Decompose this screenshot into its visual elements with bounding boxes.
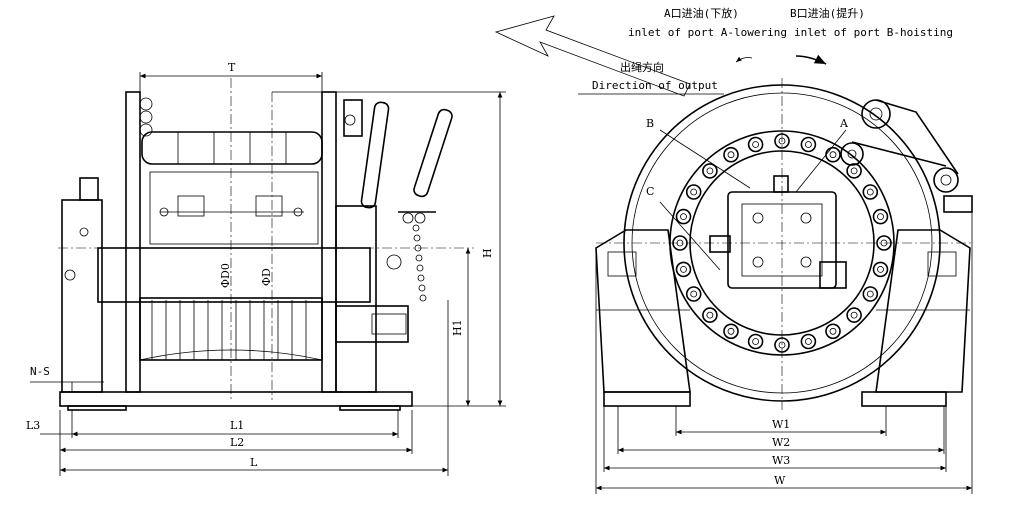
bolt-hole <box>877 213 884 221</box>
dim-l3-label: L3 <box>26 419 41 432</box>
bolt <box>747 333 764 350</box>
bolt <box>675 208 692 225</box>
drum-grooves <box>151 300 307 360</box>
chain <box>412 224 427 302</box>
bolt <box>825 146 841 163</box>
bolt <box>800 333 817 350</box>
bolt <box>685 286 702 302</box>
label-c: C <box>646 185 655 198</box>
dim-w2-label: W2 <box>772 436 791 449</box>
bolt-hole <box>727 327 735 335</box>
dim-l2-label: L2 <box>230 436 245 449</box>
label-b: B <box>646 117 655 130</box>
bolt <box>723 146 739 163</box>
bolt <box>862 184 879 200</box>
label-a: A <box>840 117 848 130</box>
front-view <box>494 15 973 494</box>
bolt-hole <box>706 311 714 319</box>
port-a-title-cn: A口进油(下放) <box>664 7 739 20</box>
bolt-hole <box>778 341 786 349</box>
output-direction-cn: 出绳方向 <box>620 61 664 74</box>
bolt-hole <box>727 151 735 159</box>
bolt-hole <box>805 338 812 345</box>
dim-l1-label: L1 <box>230 419 245 432</box>
dim-h-label: H <box>481 248 494 258</box>
bolt-hole <box>850 311 858 319</box>
dim-l-label: L <box>250 456 258 469</box>
bolt <box>825 323 841 340</box>
dim-w-label: W <box>774 474 786 487</box>
port-a-title-en: inlet of port A-lowering <box>628 26 787 39</box>
port-b-title-cn: B口进油(提升) <box>790 7 865 20</box>
dim-w1-label: W1 <box>772 418 791 431</box>
bolt <box>872 261 889 278</box>
bolt-hole <box>752 141 759 148</box>
bolt <box>747 136 764 153</box>
bolt <box>846 307 862 323</box>
bolt-hole <box>829 151 837 159</box>
bolt-hole <box>877 265 884 273</box>
bolt <box>702 307 718 323</box>
bolt <box>702 163 718 179</box>
bolt <box>675 261 692 278</box>
bolt-hole <box>752 338 759 345</box>
bolt <box>872 208 889 225</box>
bolt-hole <box>829 327 837 335</box>
dim-w3-label: W3 <box>772 454 791 467</box>
dim-h1-label: H1 <box>451 319 464 336</box>
bolt <box>862 286 879 302</box>
bolt <box>800 136 817 153</box>
bolt-hole <box>690 290 698 298</box>
dim-t-label: T <box>228 61 236 74</box>
bolt-hole <box>866 290 874 298</box>
bolt-hole <box>850 167 858 175</box>
bolt-hole <box>690 188 698 196</box>
port-b-title-en: inlet of port B-hoisting <box>794 26 953 39</box>
bolt-hole <box>805 141 812 148</box>
bolt-ring <box>672 133 892 353</box>
bolt <box>846 163 862 179</box>
bolt-hole <box>680 265 687 273</box>
bolt-hole <box>866 188 874 196</box>
dim-ns-label: N-S <box>30 365 50 378</box>
bolt-hole <box>706 167 714 175</box>
bolt <box>723 323 739 340</box>
side-view <box>30 72 506 476</box>
bolt-hole <box>680 213 687 221</box>
dim-d0-label: ΦD0 <box>219 263 232 288</box>
dim-d-label: ΦD <box>260 268 273 286</box>
output-direction-en: Direction of output <box>592 79 718 92</box>
bolt <box>685 184 702 200</box>
